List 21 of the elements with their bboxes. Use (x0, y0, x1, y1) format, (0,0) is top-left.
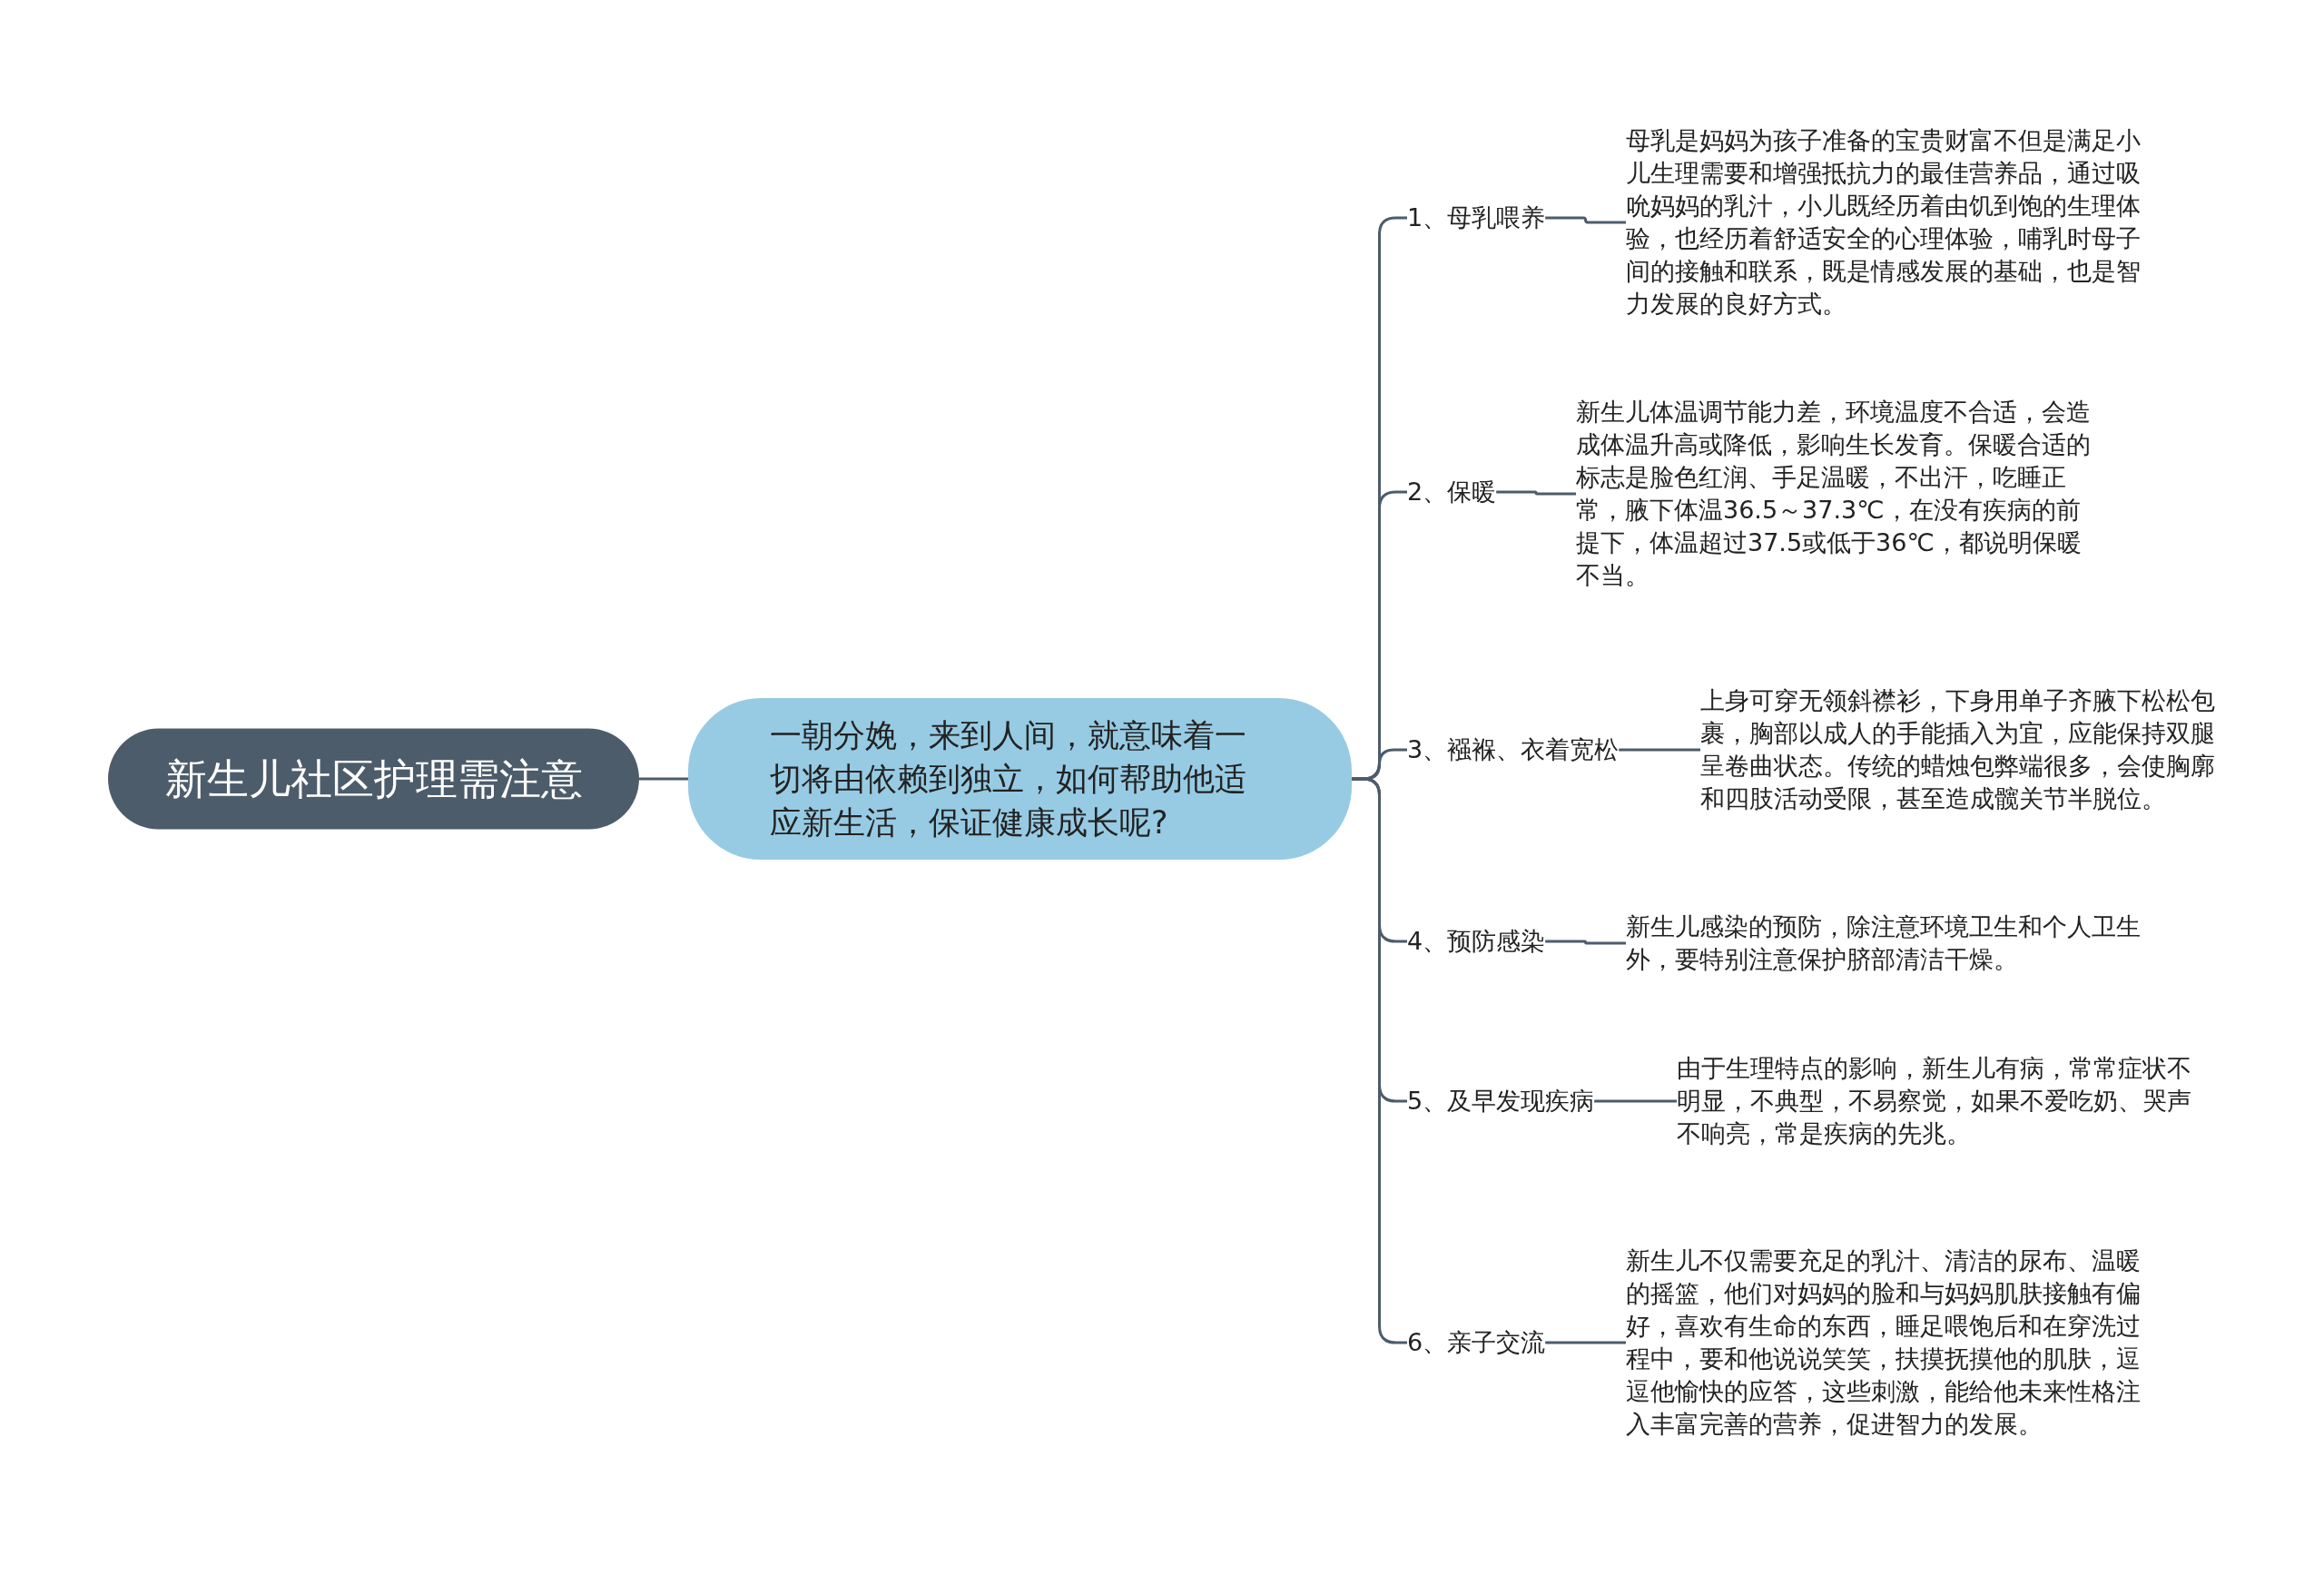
connector-line (1619, 748, 1700, 752)
branch-label: 1、母乳喂养 (1407, 199, 1546, 237)
connector-line (1545, 216, 1626, 224)
connector-line (1594, 1099, 1677, 1103)
description-text: 由于生理特点的影响，新生儿有病，常常症状不明显，不典型，不易察觉，如果不爱吃奶、哭声不响亮，常是疾病的先兆。 (1677, 1052, 2203, 1150)
connector-line (1545, 1341, 1626, 1344)
description-text: 母乳是妈妈为孩子准备的宝贵财富不但是满足小儿生理需要和增强抵抗力的最佳营养品，通过吸吮妈妈的乳汁，小儿既经历着由饥到饱的生理体验，也经历着舒适安全的心理体验，哺乳时母子间的接触和联系，既是情感发展的基础，也是智力发展的良好方式。 (1626, 124, 2152, 320)
branch-label: 4、预防感染 (1407, 922, 1546, 960)
connector-line (1545, 940, 1626, 945)
branch-label: 3、襁褓、衣着宽松 (1407, 731, 1620, 769)
connector-line (1496, 490, 1576, 496)
description-text: 上身可穿无领斜襟衫，下身用单子齐腋下松松包裹，胸部以成人的手能插入为宜，应能保持双腿呈卷曲状态。传统的蜡烛包弊端很多，会使胸廓和四肢活动受限，甚至造成髋关节半脱位。 (1700, 684, 2227, 815)
branch-label: 2、保暖 (1407, 473, 1497, 511)
description-text: 新生儿不仅需要充足的乳汁、清洁的尿布、温暖的摇篮，他们对妈妈的脸和与妈妈肌肤接触有偏好，喜欢有生命的东西，睡足喂饱后和在穿洗过程中，要和他说说笑笑，扶摸抚摸他的肌肤，逗逗他愉快的应答，这些刺激，能给他未来性格注入丰富完善的营养，促进智力的发展。 (1626, 1245, 2152, 1441)
branch-label: 5、及早发现疾病 (1407, 1082, 1595, 1120)
main-topic: 一朝分娩，来到人间，就意味着一切将由依赖到独立，如何帮助他适应新生活，保证健康成长呢? (688, 698, 1352, 860)
root-topic: 新生儿社区护理需注意 (108, 728, 639, 830)
description-text: 新生儿体温调节能力差，环境温度不合适，会造成体温升高或降低，影响生长发育。保暖合适的标志是脸色红润、手足温暖，不出汗，吃睡正常，腋下体温36.5～37.3℃，在没有疾病的前提下，体温超过37.5或低于36℃，都说明保暖不当。 (1576, 396, 2102, 592)
description-text: 新生儿感染的预防，除注意环境卫生和个人卫生外，要特别注意保护脐部清洁干燥。 (1626, 911, 2152, 976)
branch-label: 6、亲子交流 (1407, 1324, 1546, 1362)
connector-line (639, 777, 688, 781)
